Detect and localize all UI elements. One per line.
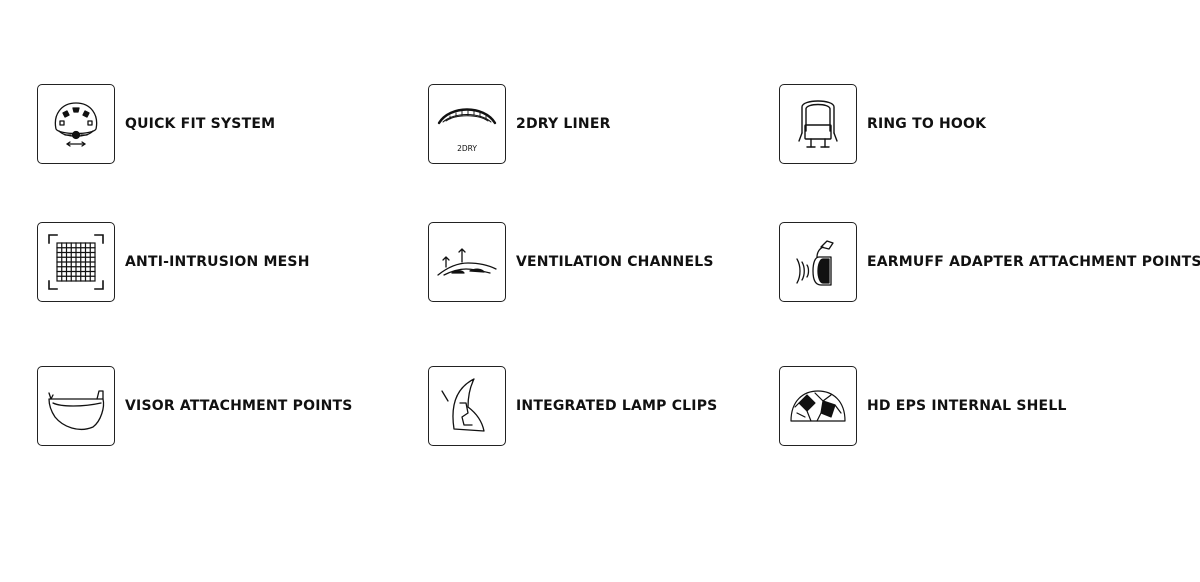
- feature-label: QUICK FIT SYSTEM: [125, 116, 276, 132]
- icon-box: [37, 222, 115, 302]
- feature-ring-to-hook: RING TO HOOK: [779, 83, 986, 165]
- icon-box: [428, 366, 506, 446]
- feature-quick-fit-system: QUICK FIT SYSTEM: [37, 83, 275, 165]
- icon-box: [779, 222, 857, 302]
- feature-hd-eps-internal-shell: HD EPS INTERNAL SHELL: [779, 365, 1067, 447]
- icon-box: [428, 222, 506, 302]
- feature-label: VISOR ATTACHMENT POINTS: [125, 398, 353, 414]
- feature-label: VENTILATION CHANNELS: [516, 254, 714, 270]
- feature-label: EARMUFF ADAPTER ATTACHMENT POINTS: [867, 254, 1200, 270]
- icon-caption: 2DRY: [457, 144, 477, 153]
- feature-ventilation-channels: VENTILATION CHANNELS: [428, 221, 714, 303]
- liner-icon: 2DRY: [437, 108, 497, 153]
- feature-integrated-lamp-clips: INTEGRATED LAMP CLIPS: [428, 365, 717, 447]
- feature-anti-intrusion-mesh: ANTI-INTRUSION MESH: [37, 221, 310, 303]
- feature-label: 2DRY LINER: [516, 116, 611, 132]
- feature-2dry-liner: 2DRY 2DRY LINER: [428, 83, 611, 165]
- feature-visor-attachment-points: VISOR ATTACHMENT POINTS: [37, 365, 353, 447]
- feature-label: INTEGRATED LAMP CLIPS: [516, 398, 718, 414]
- mesh-icon: [48, 234, 104, 290]
- icon-box: 2DRY: [428, 84, 506, 164]
- eps-shell-icon: [790, 390, 846, 422]
- helmet-adjust-icon: [54, 102, 98, 147]
- earmuff-icon: [796, 240, 834, 286]
- visor-icon: [48, 390, 105, 431]
- feature-label: ANTI-INTRUSION MESH: [125, 254, 310, 270]
- icon-box: [37, 366, 115, 446]
- ring-hook-icon: [798, 100, 838, 148]
- icon-box: [779, 366, 857, 446]
- icon-box: [37, 84, 115, 164]
- feature-label: HD EPS INTERNAL SHELL: [867, 398, 1067, 414]
- feature-earmuff-adapter: EARMUFF ADAPTER ATTACHMENT POINTS: [779, 221, 1200, 303]
- icon-box: [779, 84, 857, 164]
- lamp-clip-icon: [441, 378, 485, 432]
- ventilation-icon: [437, 248, 497, 276]
- feature-label: RING TO HOOK: [867, 116, 987, 132]
